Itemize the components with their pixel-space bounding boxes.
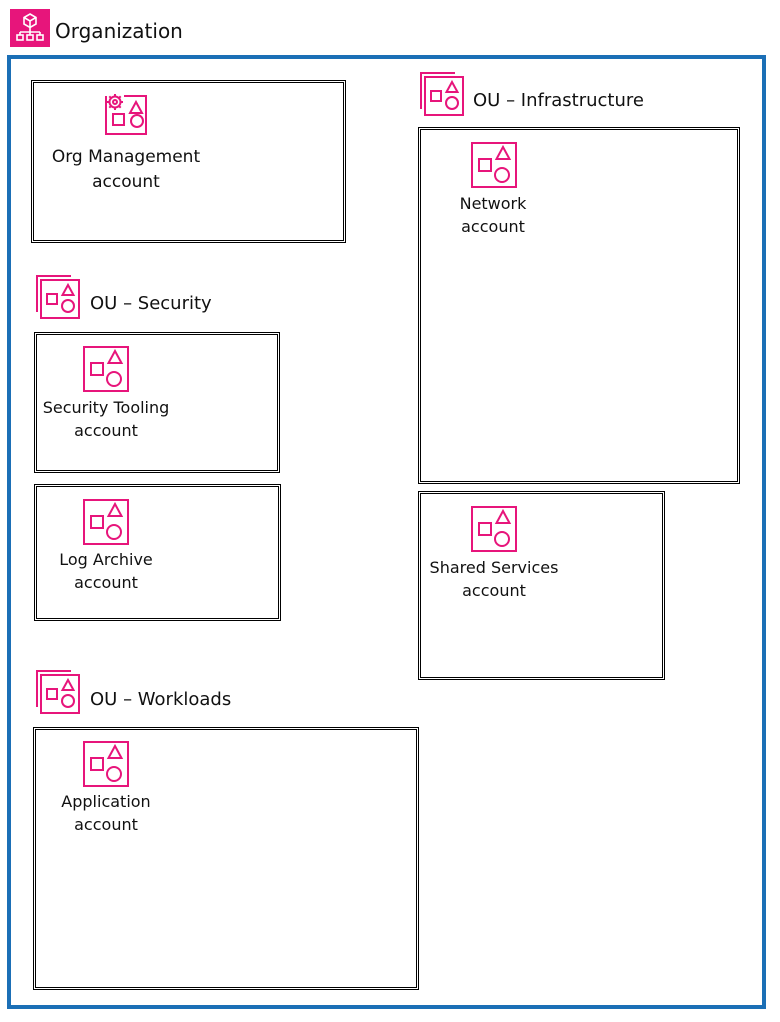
management-account-icon: [102, 92, 148, 136]
shared-services-account-box: [418, 491, 665, 680]
shared-services-account-name: Shared Services: [429, 558, 559, 577]
organization-frame: [7, 55, 766, 1009]
shared-services-account-label: Shared Services account: [384, 556, 604, 602]
ou-workloads-icon: [35, 669, 81, 715]
ou-security-icon: [35, 274, 81, 320]
application-account-icon: [83, 741, 129, 787]
network-account-name: Network: [459, 194, 527, 213]
security-tooling-account-icon: [83, 346, 129, 392]
ou-infrastructure-label: OU – Infrastructure: [473, 90, 644, 111]
ou-security-label: OU – Security: [90, 293, 212, 314]
network-account-box: [418, 127, 740, 484]
application-account-suffix: account: [74, 815, 138, 834]
ou-infrastructure-icon: [419, 71, 465, 117]
organization-title: Organization: [55, 19, 183, 43]
shared-services-account-suffix: account: [462, 581, 526, 600]
application-account-label: Application account: [0, 790, 216, 836]
management-account-box: [31, 80, 346, 243]
security-tooling-account-label: Security Tooling account: [0, 396, 216, 442]
log-archive-account-label: Log Archive account: [0, 548, 216, 594]
shared-services-account-icon: [471, 506, 517, 552]
organization-icon: [10, 9, 50, 47]
security-tooling-account-suffix: account: [74, 421, 138, 440]
network-account-icon: [471, 142, 517, 188]
management-account-suffix: account: [92, 172, 160, 192]
log-archive-account-box: [34, 484, 281, 621]
log-archive-account-suffix: account: [74, 573, 138, 592]
ou-workloads-label: OU – Workloads: [90, 689, 232, 710]
management-account-label: Org Management account: [16, 145, 236, 195]
security-tooling-account-box: [34, 332, 280, 473]
network-account-suffix: account: [461, 217, 525, 236]
log-archive-account-name: Log Archive: [59, 550, 153, 569]
network-account-label: Network account: [383, 192, 603, 238]
management-account-name: Org Management: [51, 147, 201, 167]
security-tooling-account-name: Security Tooling: [42, 398, 170, 417]
log-archive-account-icon: [83, 499, 129, 545]
application-account-name: Application: [61, 792, 151, 811]
